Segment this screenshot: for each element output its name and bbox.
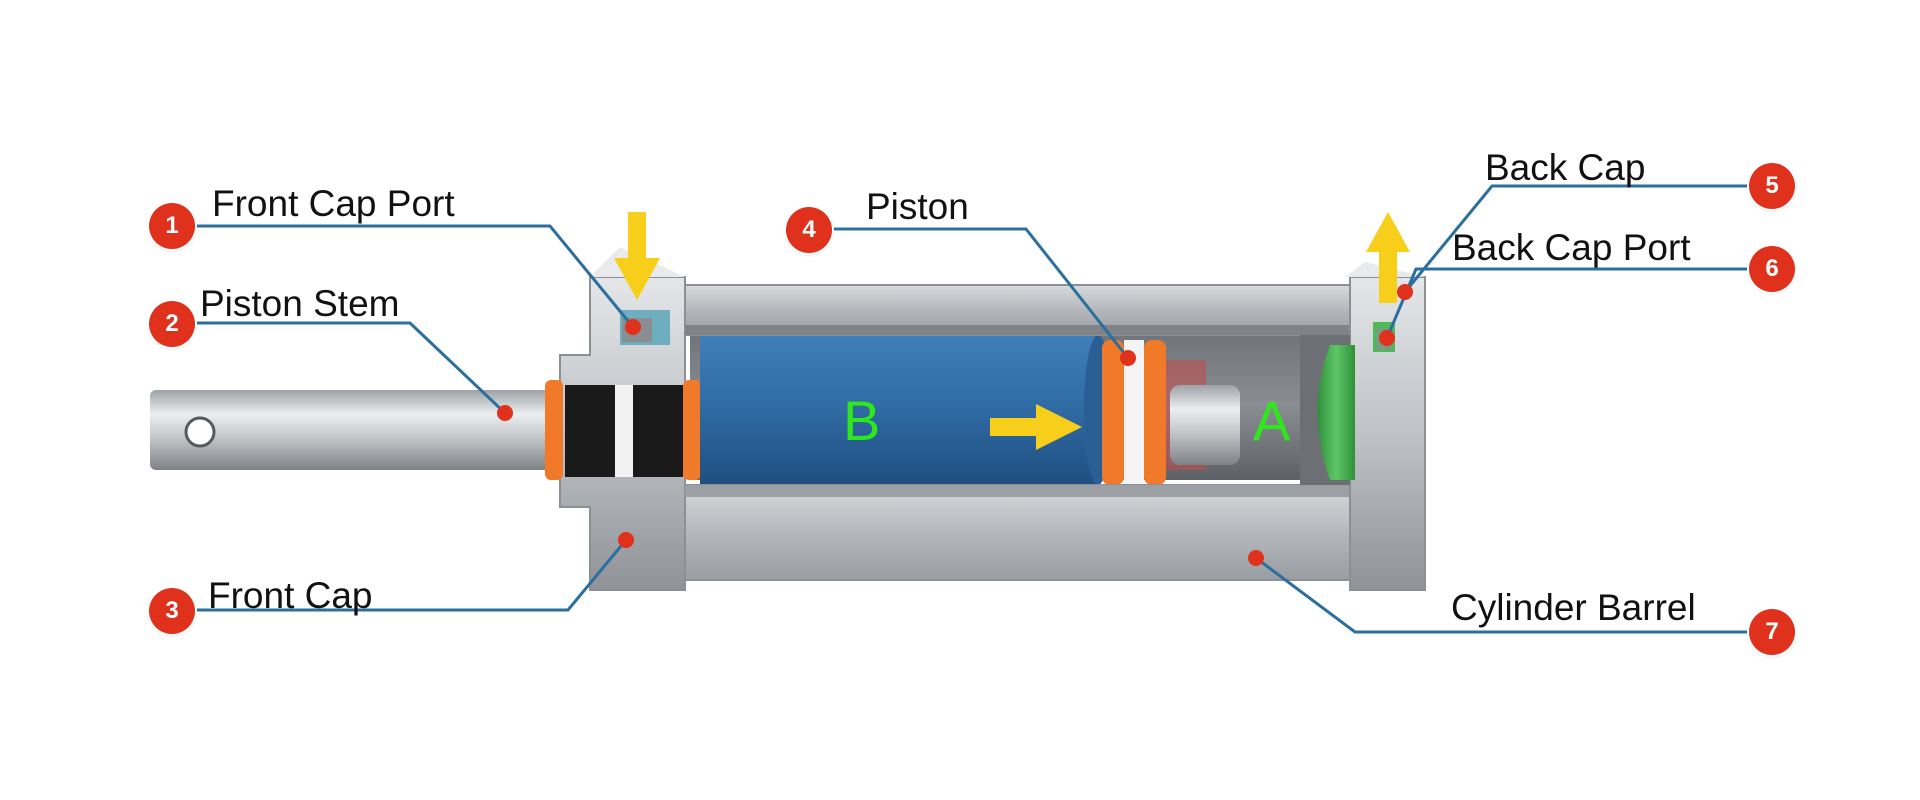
- barrel-bottom-wall: [684, 484, 1351, 581]
- leader-line-1: [172, 224, 635, 328]
- piston-body-white: [1124, 340, 1144, 485]
- callout-badge-2: 2: [149, 301, 195, 347]
- callout-label-piston: Piston: [866, 186, 969, 227]
- leader-line-4: [810, 227, 1130, 359]
- callout-badge-3: 3: [149, 588, 195, 634]
- target-dot-1: [625, 319, 641, 335]
- callout-label-piston-stem: Piston Stem: [200, 283, 400, 324]
- callout-badge-4: 4: [786, 207, 832, 253]
- callout-label-front-cap-port: Front Cap Port: [212, 183, 455, 224]
- chamber-a-fluid: [1317, 345, 1355, 480]
- callout-badge-6: 6: [1749, 246, 1795, 292]
- piston-seal-back: [1144, 340, 1166, 485]
- leader-line-5: [1403, 184, 1772, 293]
- callout-label-cylinder-barrel: Cylinder Barrel: [1451, 587, 1696, 628]
- rod-seal-orange: [545, 380, 563, 480]
- callout-badge-7: 7: [1749, 609, 1795, 655]
- arrow-down-icon: [614, 212, 660, 300]
- callout-label-back-cap-port: Back Cap Port: [1452, 227, 1691, 268]
- leader-line-2: [172, 321, 507, 415]
- chamber-b-fluid: [700, 335, 1100, 485]
- rod-seal-orange-2: [683, 380, 701, 480]
- callout-label-back-cap: Back Cap: [1485, 147, 1646, 188]
- piston-stem-rod: [150, 390, 660, 470]
- callout-badge-5: 5: [1749, 163, 1795, 209]
- piston-seal-front: [1102, 340, 1124, 485]
- rod-seal-black-1: [565, 385, 615, 477]
- leader-line-3: [172, 539, 628, 612]
- barrel-bottom-inner-edge: [685, 485, 1350, 497]
- chamber-b-letter: B: [843, 389, 881, 452]
- target-dot-7: [1248, 550, 1264, 566]
- leader-line-6: [1385, 267, 1772, 339]
- target-dot-6: [1379, 330, 1395, 346]
- piston-nut: [1170, 385, 1240, 465]
- target-dot-5: [1397, 284, 1413, 300]
- chamber-a-letter: A: [1253, 389, 1291, 452]
- rod-seal-white: [615, 385, 633, 477]
- barrel-top-inner-edge: [685, 325, 1350, 335]
- rod-seal-black-2: [633, 385, 683, 477]
- target-dot-2: [497, 405, 513, 421]
- arrow-right-icon: [990, 404, 1082, 450]
- target-dot-4: [1120, 350, 1136, 366]
- target-dot-3: [618, 532, 634, 548]
- rod-eye-hole: [184, 416, 216, 448]
- callout-badge-1: 1: [149, 203, 195, 249]
- arrow-up-icon: [1366, 212, 1410, 303]
- callout-label-front-cap: Front Cap: [208, 575, 373, 616]
- leader-line-7: [1255, 556, 1772, 634]
